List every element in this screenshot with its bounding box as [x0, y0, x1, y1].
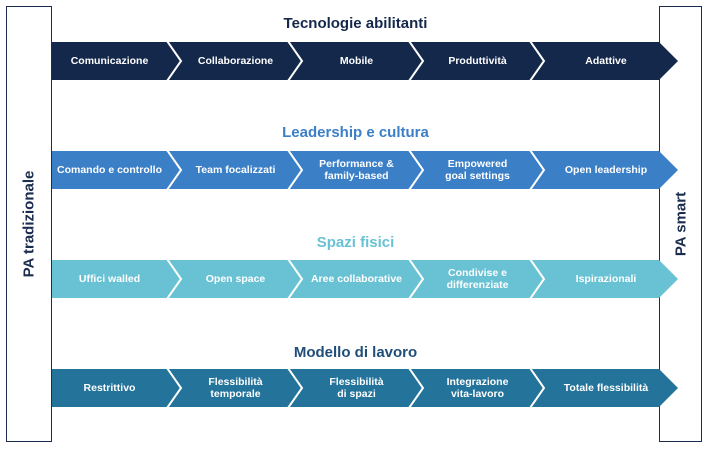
pa-tradizionale-bar: PA tradizionale [6, 6, 52, 442]
segment-collaborazione: Collaborazione [197, 55, 274, 67]
band-body [52, 151, 678, 189]
chevron-separator [529, 151, 546, 189]
chevron-separator [166, 42, 183, 80]
band-arrow-shape [52, 369, 678, 407]
segment-integrazione: Integrazione vita-lavoro [446, 376, 509, 400]
segment-uffici-walled: Uffici walled [78, 273, 141, 285]
chevron-separator [287, 42, 304, 80]
segment-adattive: Adattive [585, 55, 627, 67]
chevron-separator [166, 151, 183, 189]
segment-open-leadership: Open leadership [564, 164, 648, 176]
chevron-separator [529, 369, 546, 407]
chevron-separator [166, 260, 183, 298]
segment-flessibilita-temporale: Flessibilità temporale [208, 376, 263, 400]
chevron-separator [287, 369, 304, 407]
band-body [52, 260, 678, 298]
segment-comunicazione: Comunicazione [70, 55, 149, 67]
band-arrow-shape [52, 260, 678, 298]
chevron-separator [408, 42, 425, 80]
chevron-separator [408, 260, 425, 298]
row-title-tecnologie: Tecnologie abilitanti [283, 15, 428, 32]
segment-performance-family: Performance & family-based [319, 158, 394, 182]
chevron-separator [529, 42, 546, 80]
segment-team-focalizzati: Team focalizzati [195, 164, 276, 176]
segment-produttivita: Produttività [448, 55, 507, 67]
band-modello: Restrittivo Flessibilità temporale Fless… [52, 369, 678, 407]
chevron-separator [408, 369, 425, 407]
left-label: PA tradizionale [20, 170, 38, 278]
row-title-spazi: Spazi fisici [316, 234, 395, 251]
chevron-separator [529, 260, 546, 298]
segment-empowered-goal: Empowered goal settings [445, 158, 510, 182]
segment-restrittivo: Restrittivo [83, 382, 136, 394]
chevron-separator [166, 369, 183, 407]
right-label: PA smart [672, 191, 689, 257]
row-title-leadership: Leadership e cultura [282, 124, 429, 141]
segment-aree-collaborative: Aree collaborative [310, 273, 403, 285]
band-arrow-shape [52, 42, 678, 80]
segment-mobile: Mobile [339, 55, 374, 67]
band-body [52, 369, 678, 407]
segment-open-space: Open space [205, 273, 266, 285]
chevron-separator [408, 151, 425, 189]
row-title-modello: Modello di lavoro [293, 344, 418, 361]
band-spazi: Uffici walled Open space Aree collaborat… [52, 260, 678, 298]
band-arrow-shape [52, 151, 678, 189]
segment-totale-flessibilita: Totale flessibilità [563, 382, 649, 394]
band-leadership: Comando e controllo Team focalizzati Per… [52, 151, 678, 189]
segment-condivise: Condivise e differenziate [446, 267, 509, 291]
pa-smart-bar: PA smart [659, 6, 702, 442]
band-body [52, 42, 678, 80]
chevron-separator [287, 260, 304, 298]
band-tecnologie: Comunicazione Collaborazione Mobile Prod… [52, 42, 678, 80]
chevron-separator [287, 151, 304, 189]
segment-comando-controllo: Comando e controllo [57, 164, 162, 176]
segment-ispirazionali: Ispirazionali [575, 273, 637, 285]
segment-flessibilita-spazi: Flessibilità di spazi [329, 376, 384, 400]
